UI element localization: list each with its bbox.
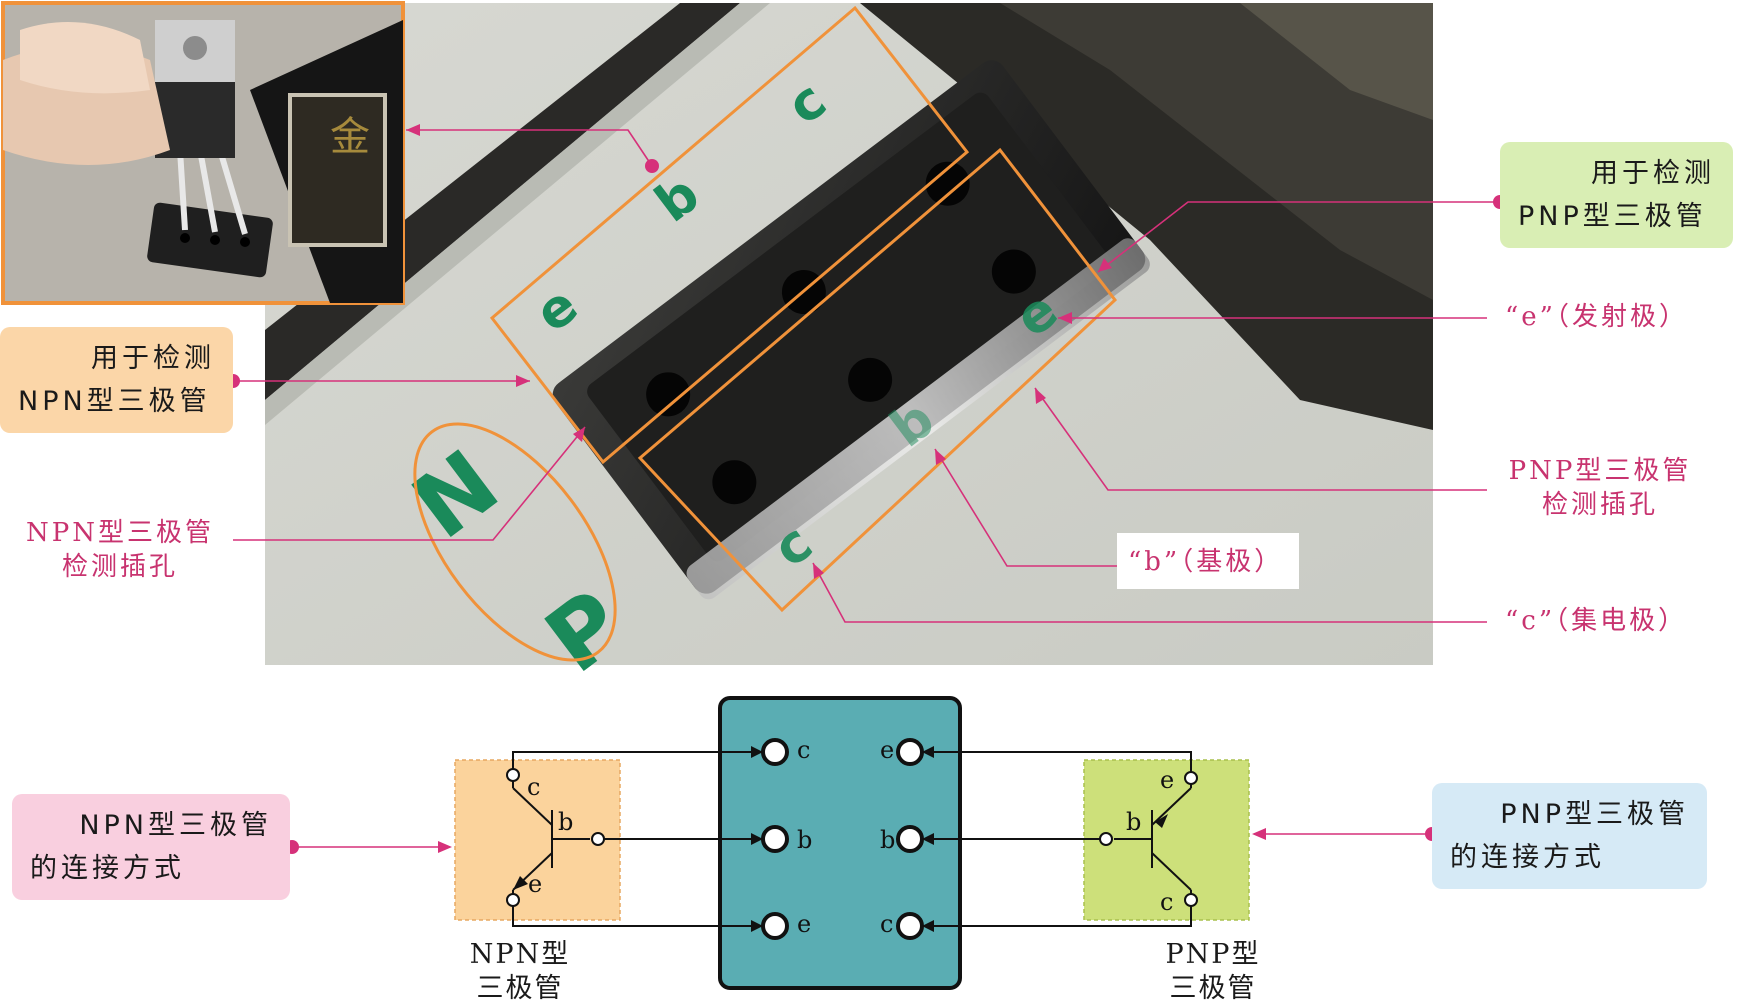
callout-npn-detect: 用于检测 NPN型三极管 [0, 327, 233, 433]
socket-terminal-b-left [761, 825, 789, 853]
pnp-socket-outline [637, 147, 1118, 613]
socket-terminal-c-right [896, 912, 924, 940]
callout-npn-conn-line2: 的连接方式 [30, 853, 185, 884]
socket-pin-e-left: e [797, 910, 811, 938]
label-npn-socket: NPN型三极管 检测插孔 [10, 516, 230, 584]
leader-base [934, 448, 1117, 567]
callout-pnp-conn-line1: PNP型三极管 [1500, 799, 1689, 830]
label-pnp-socket-line2: 检测插孔 [1541, 490, 1658, 520]
label-pnp-socket: PNP型三极管 检测插孔 [1495, 454, 1705, 522]
leader-collector [812, 562, 1487, 623]
socket-hole [925, 161, 970, 206]
caption-pnp: PNP型 三极管 [1148, 938, 1278, 1006]
callout-npn-detect-line2: NPN型三极管 [18, 386, 211, 417]
caption-pnp-line2: 三极管 [1169, 973, 1257, 1004]
callout-pnp-detect-line2: PNP型三极管 [1518, 201, 1707, 232]
socket-pin-c-right: c [880, 910, 893, 938]
socket-pin-c-left: c [797, 736, 810, 764]
label-base-bg [1117, 533, 1299, 589]
socket-hole [712, 460, 757, 505]
callout-pnp-detect: 用于检测 PNP型三极管 [1500, 142, 1733, 248]
inset-brand-text: 金 [330, 114, 370, 160]
leader-inset [406, 129, 653, 167]
callout-pnp-detect-line1: 用于检测 [1591, 158, 1715, 189]
socket-pin-b-left: b [797, 826, 812, 854]
npn-pin-c: c [527, 773, 540, 801]
callout-pnp-conn-line2: 的连接方式 [1450, 842, 1605, 873]
pnp-pin-b: b [1126, 808, 1141, 836]
socket-terminal-c-left [761, 738, 789, 766]
leader-pnp-detect [1097, 201, 1500, 273]
npn-pin-b: b [558, 808, 573, 836]
label-collector: “c”（集电极） [1505, 606, 1688, 636]
callout-pnp-conn: PNP型三极管 的连接方式 [1432, 783, 1707, 889]
callout-npn-conn-line1: NPN型三极管 [79, 810, 272, 841]
pnp-pin-e: e [1160, 766, 1174, 794]
socket-box [718, 696, 962, 990]
pnp-pin-c: c [1160, 888, 1173, 916]
caption-npn-line2: 三极管 [476, 973, 564, 1004]
np-ellipse [413, 422, 617, 662]
socket-terminal-e-left [761, 912, 789, 940]
socket-hole [646, 372, 691, 417]
caption-npn-line1: NPN型 [469, 939, 571, 970]
socket-pin-e-right: e [880, 736, 894, 764]
socket-hole [991, 249, 1036, 294]
socket-terminal-b-right [896, 825, 924, 853]
label-base: “b”（基极） [1128, 547, 1284, 577]
caption-npn: NPN型 三极管 [455, 938, 585, 1006]
leader-pnp-socket [1034, 387, 1487, 491]
label-npn-socket-line2: 检测插孔 [61, 552, 178, 582]
inset-photo: 金 [1, 1, 405, 305]
socket-hole [848, 357, 893, 402]
caption-pnp-line1: PNP型 [1165, 939, 1261, 970]
label-emitter: “e”（发射极） [1505, 302, 1688, 332]
leader-npn-socket [233, 426, 586, 541]
socket-pin-b-right: b [880, 826, 895, 854]
label-pnp-socket-line1: PNP型三极管 [1508, 456, 1692, 486]
callout-npn-detect-line1: 用于检测 [91, 343, 215, 374]
npn-socket-outline [489, 5, 970, 465]
callout-npn-conn: NPN型三极管 的连接方式 [12, 794, 290, 900]
label-npn-socket-line1: NPN型三极管 [26, 518, 214, 548]
npn-pin-e: e [528, 870, 542, 898]
socket-terminal-e-right [896, 738, 924, 766]
